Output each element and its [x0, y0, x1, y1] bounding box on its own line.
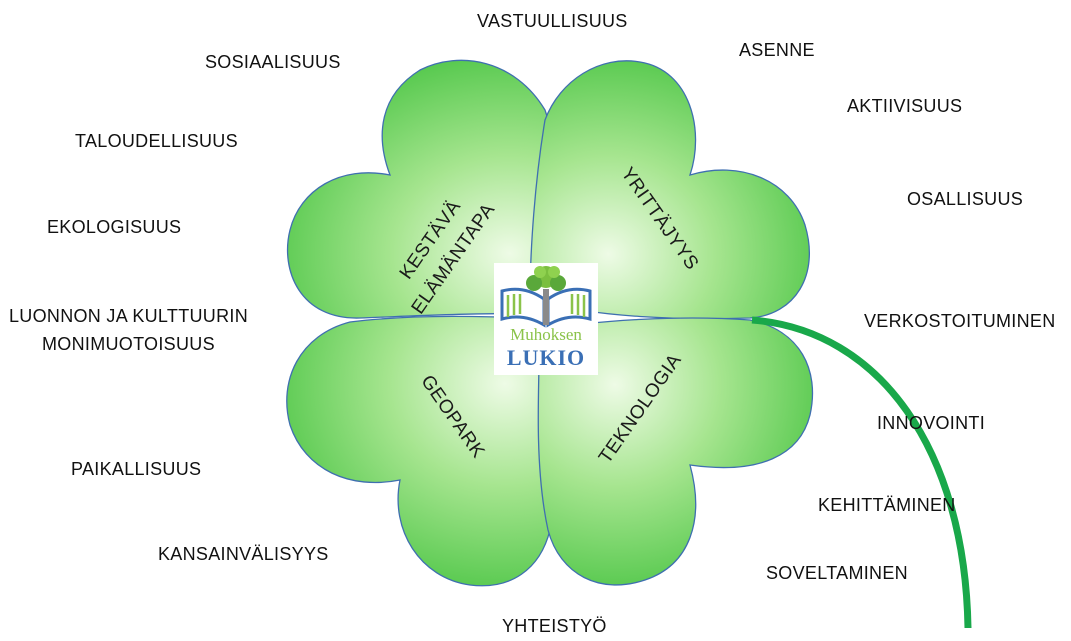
word-yhteistyo: YHTEISTYÖ — [502, 616, 607, 636]
tree-book-icon — [500, 266, 592, 328]
leaf-bottom-right — [537, 317, 814, 586]
word-asenne: ASENNE — [739, 40, 815, 60]
word-soveltaminen: SOVELTAMINEN — [766, 563, 908, 583]
word-sosiaalisuus: SOSIAALISUUS — [205, 52, 341, 72]
logo-text-muhoksen: Muhoksen — [510, 325, 582, 344]
word-osallisuus: OSALLISUUS — [907, 189, 1024, 209]
word-vastuullisuus: VASTUULLISUUS — [477, 11, 628, 31]
word-kansainvalisyys: KANSAINVÄLISYYS — [158, 544, 329, 564]
leaf-top-right — [529, 60, 810, 320]
word-kehittaminen: KEHITTÄMINEN — [818, 495, 956, 515]
word-ekologisuus: EKOLOGISUUS — [47, 217, 182, 237]
word-verkostoituminen: VERKOSTOITUMINEN — [864, 311, 1056, 331]
word-paikallisuus: PAIKALLISUUS — [71, 459, 202, 479]
word-taloudellisuus: TALOUDELLISUUS — [75, 131, 238, 151]
school-logo: Muhoksen LUKIO — [494, 263, 598, 375]
word-luonnon: LUONNON JA KULTTUURIN — [9, 306, 248, 326]
word-innovointi: INNOVOINTI — [877, 413, 986, 433]
word-aktiivisuus: AKTIIVISUUS — [847, 96, 963, 116]
stem — [751, 316, 972, 629]
word-monimuotoisuus: MONIMUOTOISUUS — [42, 334, 215, 354]
logo-text-lukio: LUKIO — [506, 345, 586, 370]
